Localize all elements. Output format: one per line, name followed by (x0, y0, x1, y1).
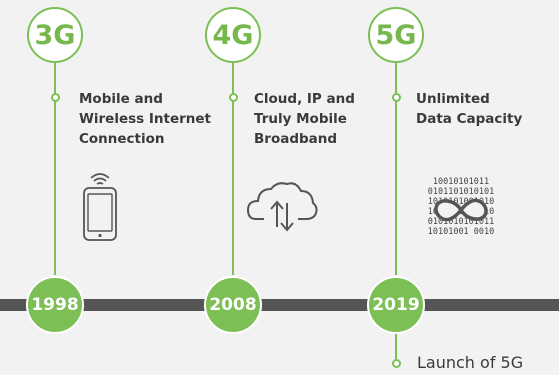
connector-line (232, 63, 234, 275)
infinity-data-icon (434, 198, 488, 222)
generation-description: Unlimited Data Capacity (416, 91, 523, 127)
connector-line (395, 63, 397, 275)
generation-label: 3G (34, 19, 76, 51)
generation-badge-5g: 5G (368, 7, 424, 63)
generation-badge-4g: 4G (205, 7, 261, 63)
launch-dot (392, 359, 401, 368)
generation-badge-3g: 3G (27, 7, 83, 63)
launch-label: Launch of 5G (417, 353, 524, 372)
year-label: 2019 (372, 295, 420, 315)
generation-label: 4G (212, 19, 254, 51)
connector-dot (229, 93, 238, 102)
generation-description: Cloud, IP and Truly Mobile Broadband (254, 91, 355, 147)
generation-label: 5G (375, 19, 417, 51)
smartphone-wifi-icon (83, 173, 117, 241)
year-marker-2008: 2008 (204, 276, 262, 334)
year-label: 2008 (209, 295, 257, 315)
year-marker-2019: 2019 (367, 276, 425, 334)
launch-connector-line (395, 334, 397, 360)
cloud-sync-icon (246, 182, 318, 232)
connector-dot (392, 93, 401, 102)
year-label: 1998 (31, 295, 79, 315)
generation-description: Mobile and Wireless Internet Connection (79, 91, 212, 147)
year-marker-1998: 1998 (26, 276, 84, 334)
connector-line (54, 63, 56, 275)
connector-dot (51, 93, 60, 102)
